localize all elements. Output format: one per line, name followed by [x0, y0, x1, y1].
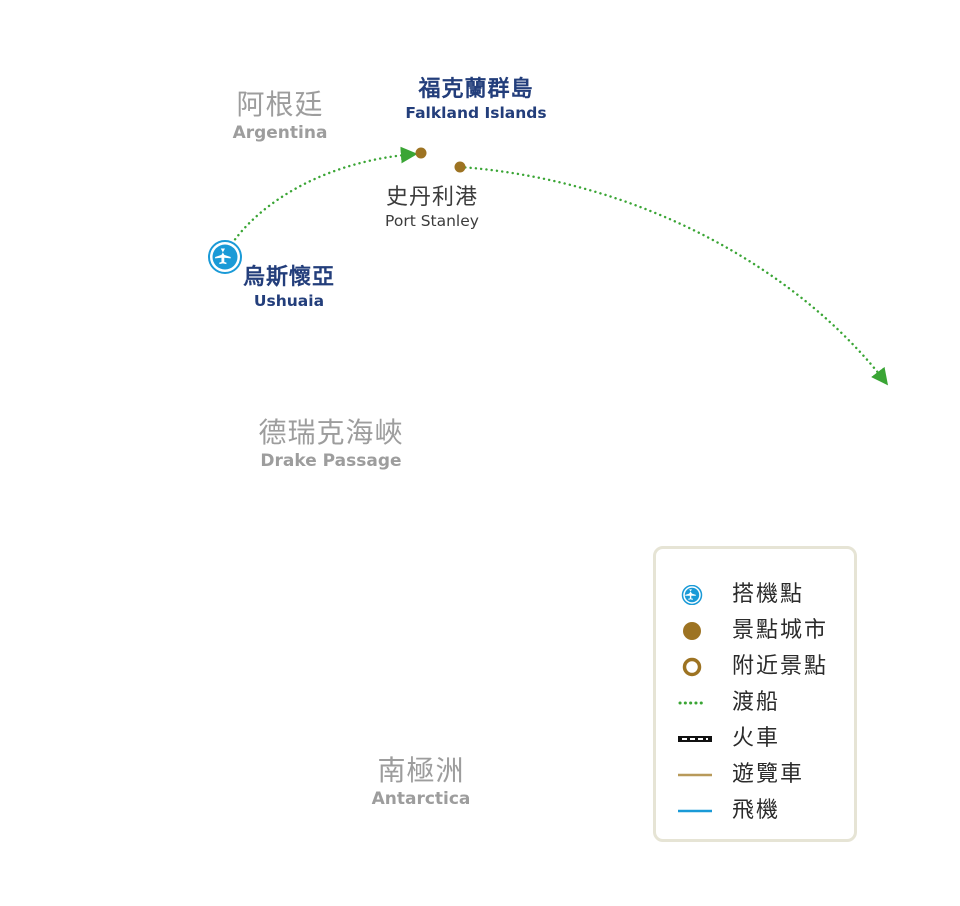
- label-ushuaia: 烏斯懷亞 Ushuaia: [242, 265, 336, 310]
- stop-falkland-2: [454, 161, 466, 173]
- stop-falkland-1: [415, 147, 427, 159]
- bus-line-icon: [678, 773, 712, 777]
- region-drake-passage: 德瑞克海峽 Drake Passage: [258, 416, 404, 471]
- label-falkland-islands: 福克蘭群島 Falkland Islands: [405, 77, 547, 122]
- legend-item-train: 火車: [656, 721, 854, 757]
- legend-item-flight: 飛機: [656, 793, 854, 829]
- nearby-ring-icon: [682, 657, 702, 677]
- legend-item-airport: 搭機點: [656, 577, 854, 613]
- legend-item-city: 景點城市: [656, 613, 854, 649]
- airport-ushuaia: [208, 240, 242, 274]
- label-port-stanley: 史丹利港 Port Stanley: [385, 185, 479, 230]
- ferry-route-falkland-southgeorgia: [458, 165, 889, 386]
- region-antarctica: 南極洲 Antarctica: [371, 754, 471, 809]
- city-dot-icon: [683, 622, 701, 640]
- flight-line-icon: [678, 809, 712, 813]
- region-argentina: 阿根廷 Argentina: [232, 88, 328, 143]
- legend-item-ferry: 渡船: [656, 685, 854, 721]
- train-line-icon: [678, 736, 712, 742]
- legend: 搭機點 景點城市 附近景點 渡船 火車 遊覽車 飛機: [653, 546, 857, 842]
- legend-item-nearby: 附近景點: [656, 649, 854, 685]
- legend-item-bus: 遊覽車: [656, 757, 854, 793]
- ferry-line-icon: [678, 701, 706, 705]
- ferry-route-ushuaia-falkland: [227, 146, 418, 250]
- airport-icon: [681, 585, 703, 605]
